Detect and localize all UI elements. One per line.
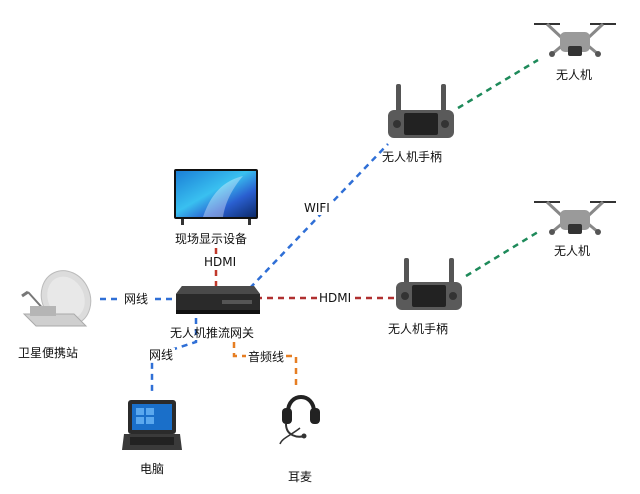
headset-icon [279,395,320,445]
link-controller-drone-mid [465,230,539,278]
gateway-box-icon [176,286,260,314]
controller-top-node [386,84,456,146]
tv-screen-icon [174,169,258,225]
controller-mid-node [394,258,464,316]
gateway-label: 无人机推流网关 [170,326,255,340]
display-label: 现场显示设备 [175,232,248,246]
drone-controller-icon [388,84,454,138]
computer-label: 电脑 [140,462,165,476]
link-label-audio: 音频线 [246,350,287,364]
drone-icon [534,200,616,235]
satellite-dish-icon [21,270,92,327]
controller-top-label: 无人机手柄 [382,150,443,164]
gateway-node [172,282,262,318]
link-label-wifi: WIFI [302,201,332,215]
satellite-label: 卫星便携站 [18,346,79,360]
rugged-laptop-icon [122,400,182,450]
controller-mid-label: 无人机手柄 [388,322,449,336]
display-node [173,168,259,226]
link-controller-drone-top [457,58,539,110]
link-label-hdmi-controller: HDMI [317,291,354,305]
drone-icon [534,22,616,57]
drone-top-label: 无人机 [556,68,593,82]
link-gateway-controller-top [249,143,389,289]
computer-node [122,398,182,454]
link-label-net-satellite: 网线 [122,292,151,306]
drone-top-node [530,16,620,60]
headset-label: 耳麦 [288,470,313,484]
drone-mid-node [530,194,620,238]
drone-mid-label: 无人机 [554,244,591,258]
link-gateway-headset [232,342,298,386]
satellite-node [16,268,98,332]
headset-node [276,386,324,448]
link-label-hdmi-display: HDMI [202,255,239,269]
drone-controller-icon [396,258,462,310]
link-label-net-computer: 网线 [147,348,176,362]
